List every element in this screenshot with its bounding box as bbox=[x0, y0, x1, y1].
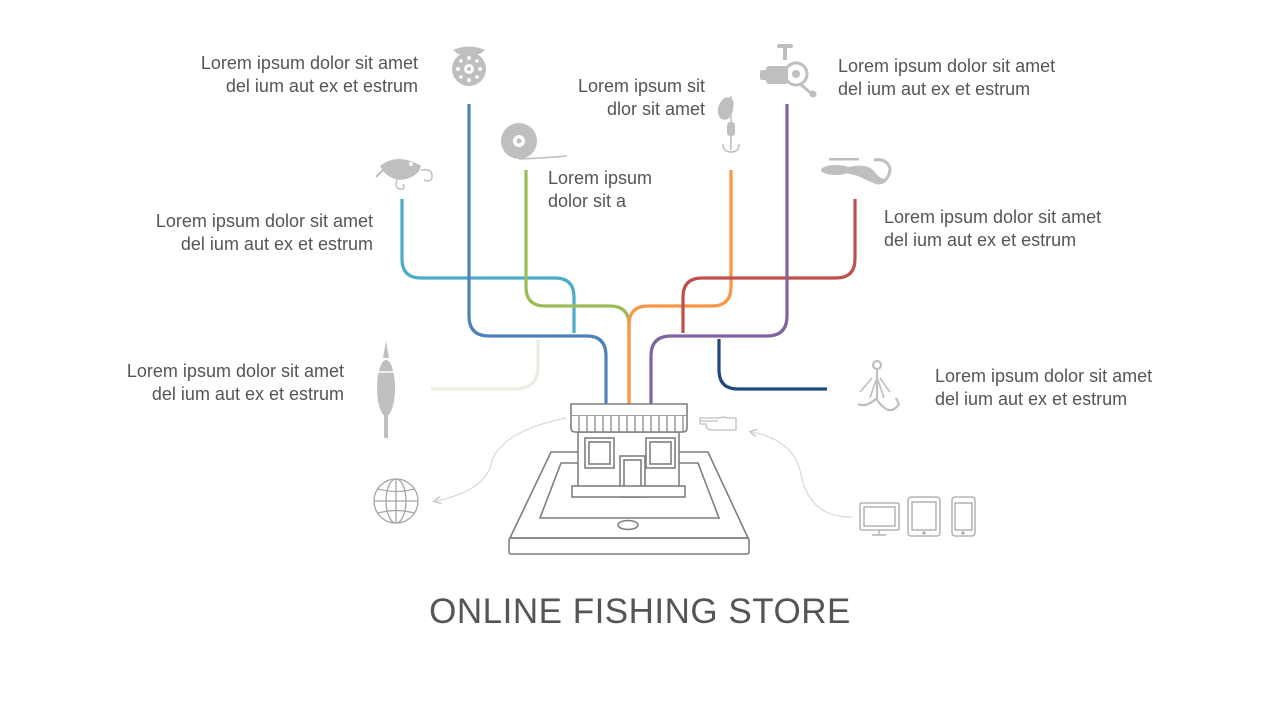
connector-purple bbox=[649, 104, 789, 404]
label-line-2: del ium aut ex et estrum bbox=[151, 384, 344, 404]
label-line-1: Lorem ipsum sit bbox=[577, 76, 705, 96]
label-line-1: Lorem ipsum dolor sit amet bbox=[884, 207, 1102, 227]
label-line-2: dlor sit amet bbox=[606, 99, 705, 119]
spinning-reel-icon bbox=[760, 44, 817, 98]
label-line-spool: Lorem ipsum dolor sit a bbox=[548, 167, 652, 213]
label-hook: Lorem ipsum dolor sit amet del ium aut e… bbox=[935, 365, 1152, 411]
label-line-2: dolor sit a bbox=[548, 191, 627, 211]
spinner-lure-icon bbox=[717, 96, 740, 153]
connector-green bbox=[524, 170, 631, 404]
connector-cream bbox=[431, 340, 540, 391]
connector-red bbox=[681, 199, 857, 333]
label-fly-reel: Lorem ipsum dolor sit amet del ium aut e… bbox=[201, 52, 418, 98]
connector-teal bbox=[400, 199, 576, 333]
label-line-1: Lorem ipsum dolor sit amet bbox=[200, 53, 418, 73]
globe-icon bbox=[373, 478, 419, 524]
label-float: Lorem ipsum dolor sit amet del ium aut e… bbox=[127, 360, 344, 406]
fly-reel-icon bbox=[452, 46, 486, 86]
label-wobbler: Lorem ipsum dolor sit amet del ium aut e… bbox=[156, 210, 373, 256]
label-line-1: Lorem ipsum dolor sit amet bbox=[935, 366, 1153, 386]
tablet-storefront-icon bbox=[508, 403, 750, 555]
label-line-1: Lorem ipsum dolor sit amet bbox=[155, 211, 373, 231]
devices-icon bbox=[859, 496, 976, 537]
label-line-2: del ium aut ex et estrum bbox=[225, 76, 418, 96]
label-line-2: del ium aut ex et estrum bbox=[180, 234, 373, 254]
arrow-from-devices bbox=[752, 432, 853, 518]
connector-blue bbox=[467, 104, 608, 404]
label-line-2: del ium aut ex et estrum bbox=[935, 389, 1128, 409]
float-bobber-icon bbox=[377, 341, 395, 438]
connector-navy bbox=[717, 339, 827, 391]
label-spinning-reel: Lorem ipsum dolor sit amet del ium aut e… bbox=[838, 55, 1055, 101]
fishing-line-spool-icon bbox=[501, 123, 568, 160]
label-soft-bait: Lorem ipsum dolor sit amet del ium aut e… bbox=[884, 206, 1101, 252]
wobbler-lure-icon bbox=[375, 159, 433, 190]
label-spinner: Lorem ipsum sit dlor sit amet bbox=[578, 75, 705, 121]
connector-orange bbox=[627, 170, 733, 404]
label-line-1: Lorem ipsum bbox=[548, 168, 653, 188]
label-line-1: Lorem ipsum dolor sit amet bbox=[838, 56, 1056, 76]
label-line-2: del ium aut ex et estrum bbox=[884, 230, 1077, 250]
pointing-hand-icon bbox=[699, 416, 737, 431]
treble-hook-icon bbox=[857, 359, 901, 412]
label-line-1: Lorem ipsum dolor sit amet bbox=[126, 361, 344, 381]
arrow-to-globe bbox=[436, 417, 567, 501]
label-line-2: del ium aut ex et estrum bbox=[838, 79, 1031, 99]
page-title: ONLINE FISHING STORE bbox=[429, 592, 851, 631]
soft-bait-icon bbox=[821, 158, 892, 185]
